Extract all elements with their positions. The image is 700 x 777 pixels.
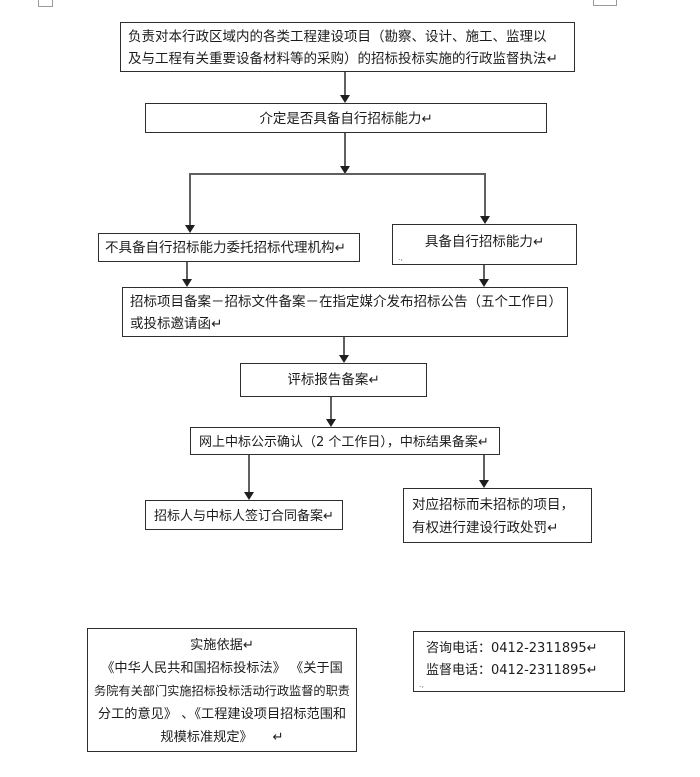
- info-box-implementation-basis: 实施依据↵ 《中华人民共和国招标投标法》 《关于国 务院有关部门实施招标投标活动…: [87, 628, 357, 752]
- connector-split-nocap-line: [189, 174, 191, 226]
- connector-publicity-penalty-line: [483, 455, 485, 481]
- flow-box-duty-line2: 及与工程有关重要设备材料等的采购）的招标投标实施的行政监督执法↵: [128, 51, 558, 67]
- flow-box-duty: 负责对本行政区域内的各类工程建设项目（勘察、设计、施工、监理以 及与工程有关重要…: [120, 22, 575, 72]
- connector-filing-eval-line: [343, 337, 345, 356]
- arrow-down-icon: [480, 216, 490, 224]
- connector-hascap-filing-line: [483, 265, 485, 280]
- arrow-down-icon: [340, 95, 350, 103]
- flow-box-publicity: 网上中标公示确认（2 个工作日），中标结果备案↵: [190, 427, 500, 455]
- arrow-down-icon: [479, 480, 489, 488]
- flow-box-filing: 招标项目备案－招标文件备案－在指定媒介发布招标公告（五个工作日） 或投标邀请函↵: [122, 287, 568, 337]
- arrow-down-icon: [339, 355, 349, 363]
- flow-box-contract-text: 招标人与中标人签订合同备案↵: [154, 509, 334, 524]
- flow-box-penalty-line2: 有权进行建设行政处罚↵: [412, 520, 559, 536]
- connector-nocap-filing-line: [186, 262, 188, 280]
- arrow-down-icon: [340, 166, 350, 174]
- info-box-phones: 咨询电话：0412-2311895↵ 监督电话：0412-2311895↵ .,: [413, 631, 625, 692]
- cutoff-box-fragment-right: [593, 0, 617, 6]
- basis-line3: 务院有关部门实施招标投标活动行政监督的职责: [94, 684, 350, 698]
- cutoff-box-fragment-left: [38, 0, 53, 7]
- flow-box-assess-text: 介定是否具备自行招标能力↵: [259, 111, 433, 127]
- flow-box-publicity-text: 网上中标公示确认（2 个工作日），中标结果备案↵: [199, 435, 489, 450]
- flow-box-has-capability: 具备自行招标能力↵ .,: [392, 224, 577, 265]
- flow-box-eval-report-text: 评标报告备案↵: [287, 372, 380, 388]
- word-anchor-mark: .,: [419, 680, 425, 689]
- basis-line5: 规模标准规定》 ↵: [160, 730, 284, 745]
- basis-line2: 《中华人民共和国招标投标法》 《关于国: [101, 661, 343, 676]
- arrow-down-icon: [244, 492, 254, 500]
- arrow-down-icon: [185, 225, 195, 233]
- supervise-phone-line: 监督电话：0412-2311895↵: [426, 663, 598, 678]
- connector-split-bar: [189, 172, 486, 175]
- consult-phone-line: 咨询电话：0412-2311895↵: [426, 641, 598, 656]
- connector-eval-publicity-line: [330, 397, 332, 420]
- arrow-down-icon: [326, 419, 336, 427]
- connector-assess-split-line: [344, 133, 346, 167]
- flow-box-contract: 招标人与中标人签订合同备案↵: [145, 500, 343, 530]
- flow-box-duty-line1: 负责对本行政区域内的各类工程建设项目（勘察、设计、施工、监理以: [128, 29, 547, 45]
- flow-box-eval-report: 评标报告备案↵: [240, 363, 427, 397]
- connector-publicity-contract-line: [248, 455, 250, 493]
- flow-box-filing-line1: 招标项目备案－招标文件备案－在指定媒介发布招标公告（五个工作日）: [130, 294, 562, 310]
- flow-box-penalty: 对应招标而未招标的项目， 有权进行建设行政处罚↵: [403, 488, 592, 543]
- flow-box-assess: 介定是否具备自行招标能力↵: [145, 103, 547, 133]
- flow-box-no-capability-text: 不具备自行招标能力委托招标代理机构↵: [105, 240, 346, 256]
- connector-split-hascap-line: [484, 174, 486, 217]
- flow-box-has-capability-text: 具备自行招标能力↵: [424, 234, 545, 250]
- basis-title: 实施依据↵: [190, 638, 254, 653]
- connector-duty-assess-line: [344, 72, 346, 96]
- basis-line4: 分工的意见》 、《工程建设项目招标范围和: [97, 707, 347, 722]
- flow-box-penalty-line1: 对应招标而未招标的项目，: [412, 497, 574, 513]
- flow-box-filing-line2: 或投标邀请函↵: [130, 316, 223, 332]
- arrow-down-icon: [182, 279, 192, 287]
- word-anchor-mark: .,: [398, 253, 404, 262]
- flow-box-no-capability: 不具备自行招标能力委托招标代理机构↵: [98, 233, 360, 262]
- arrow-down-icon: [479, 279, 489, 287]
